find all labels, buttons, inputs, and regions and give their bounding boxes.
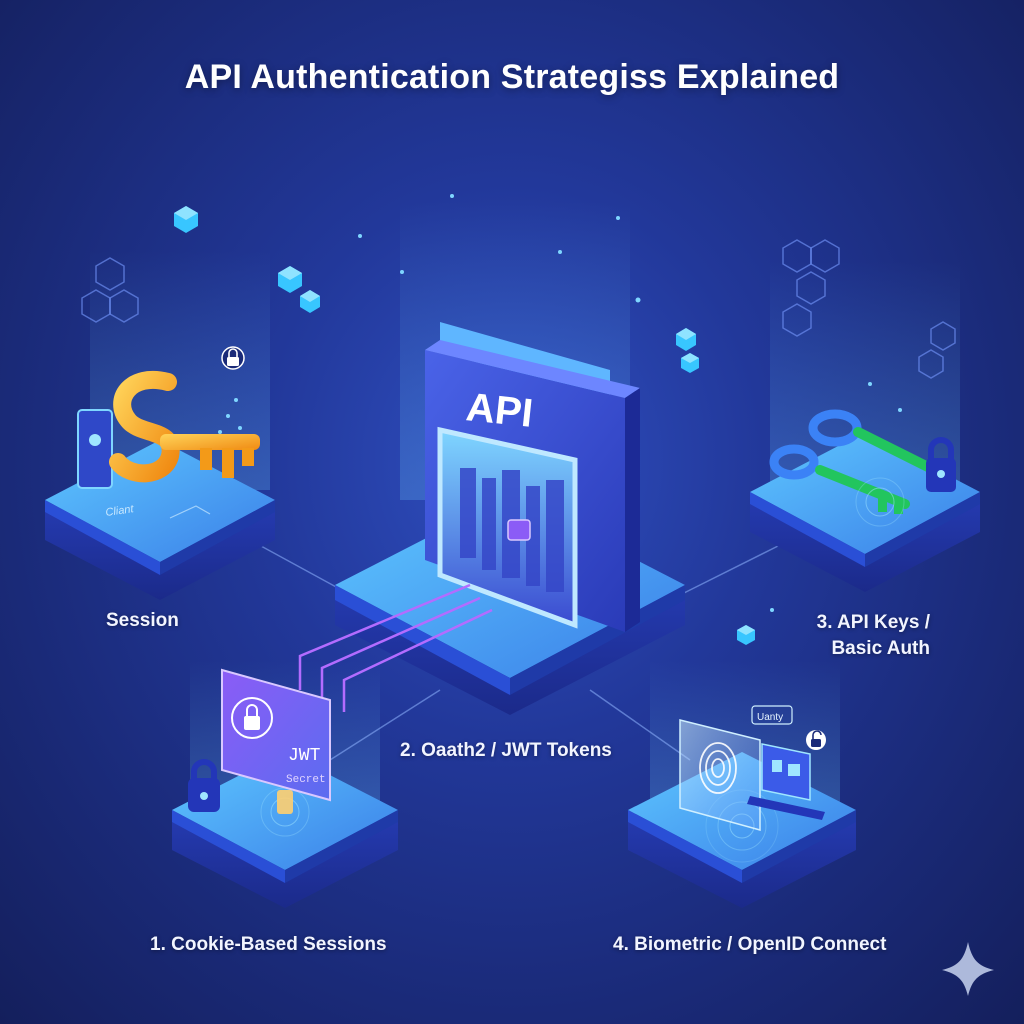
monitor-icon — [747, 743, 825, 820]
client-tag: Cliant — [105, 503, 135, 519]
node-api-center: API — [335, 322, 685, 715]
green-key-icon — [815, 427, 935, 514]
floating-cubes — [174, 206, 755, 645]
lock-chip-icon — [507, 519, 531, 541]
node-session: Cliant — [45, 346, 275, 600]
label-session: Session — [106, 610, 179, 631]
node-biometric: Uanty — [628, 705, 856, 908]
cookie-jar-icon — [277, 790, 293, 814]
label-api-keys: 3. API Keys / Basic Auth — [817, 610, 930, 662]
node-cookie: JWT Secret — [172, 668, 398, 908]
node-apikeys — [750, 409, 980, 592]
fingerprint-panel — [679, 719, 761, 831]
fingerprint-icon — [699, 742, 737, 794]
label-cookie-sessions: 1. Cookie-Based Sessions — [150, 934, 387, 955]
api-label: API — [464, 385, 535, 436]
unlock-icon — [806, 730, 826, 750]
hexagon-decor — [81, 239, 956, 379]
api-server-block — [425, 322, 640, 632]
identity-tag-box — [751, 705, 793, 725]
card-lock-icon — [244, 716, 260, 730]
identity-tag: Uanty — [757, 712, 783, 723]
label-api-keys-line2: Basic Auth — [831, 638, 930, 659]
sparkle-star-icon — [942, 942, 994, 996]
page-title: API Authentication Strategiss Explained — [184, 58, 840, 96]
label-oauth-jwt: 2. Oaath2 / JWT Tokens — [400, 740, 612, 761]
jwt-card-text: JWT — [288, 746, 321, 766]
door-frame-icon — [77, 409, 113, 489]
lock-ring-icon — [231, 697, 273, 739]
lock-icon — [221, 346, 245, 370]
label-biometric: 4. Biometric / OpenID Connect — [613, 934, 887, 955]
small-lock-icon — [188, 759, 220, 812]
jwt-card-tag: Secret — [286, 774, 326, 786]
padlock-icon — [926, 437, 956, 492]
golden-key-icon — [109, 371, 260, 483]
data-stream-lines — [298, 583, 493, 712]
jwt-card: JWT Secret — [221, 668, 331, 802]
label-api-keys-line1: 3. API Keys / — [816, 612, 930, 633]
